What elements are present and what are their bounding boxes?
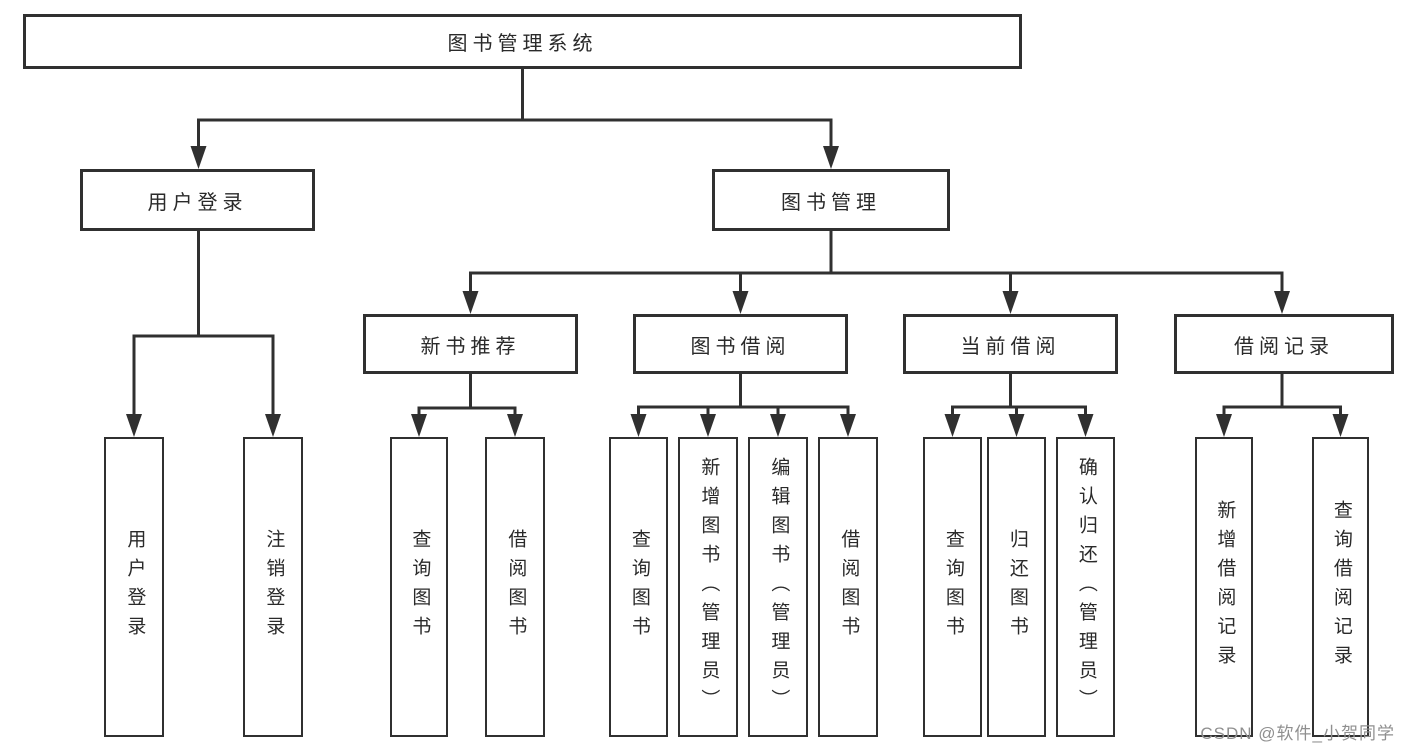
node-label: 新书推荐 [420, 335, 521, 358]
leaf-records-add-record: 新增借阅记录 [1195, 437, 1253, 737]
leaf-current-return-books: 归还图书 [987, 437, 1046, 737]
node-user-login: 用户登录 [80, 169, 315, 231]
node-new-book-recommend: 新书推荐 [363, 314, 578, 374]
node-label: 查询图书 [628, 529, 650, 645]
node-label: 用户登录 [124, 529, 146, 645]
node-label: 新增借阅记录 [1214, 500, 1236, 674]
leaf-current-query-books: 查询图书 [923, 437, 982, 737]
leaf-borrow-borrow-books: 借阅图书 [818, 437, 878, 737]
node-label: 当前借阅 [960, 335, 1061, 358]
node-borrow-records: 借阅记录 [1174, 314, 1394, 374]
node-book-borrow: 图书借阅 [633, 314, 848, 374]
leaf-current-confirm-return-admin: 确认归还（管理员） [1056, 437, 1115, 737]
node-label: 借阅记录 [1234, 335, 1334, 358]
node-book-management: 图书管理 [712, 169, 950, 231]
node-label: 借阅图书 [505, 529, 527, 645]
leaf-newbook-borrow-books: 借阅图书 [485, 437, 545, 737]
node-current-borrow: 当前借阅 [903, 314, 1118, 374]
leaf-user-login: 用户登录 [104, 437, 164, 737]
node-label: 图书管理系统 [447, 33, 598, 55]
node-label: 用户登录 [147, 191, 248, 214]
node-library-system: 图书管理系统 [23, 14, 1022, 69]
node-label: 编辑图书（管理员） [768, 456, 790, 718]
node-label: 注销登录 [263, 529, 285, 645]
leaf-newbook-query-books: 查询图书 [390, 437, 448, 737]
node-label: 图书管理 [781, 191, 881, 214]
node-label: 查询借阅记录 [1330, 500, 1352, 674]
node-label: 借阅图书 [838, 529, 860, 645]
node-label: 确认归还（管理员） [1075, 456, 1097, 718]
watermark-text: CSDN @软件_小贺同学 [1200, 724, 1395, 743]
leaf-borrow-add-books-admin: 新增图书（管理员） [678, 437, 738, 737]
node-label: 新增图书（管理员） [698, 456, 720, 718]
node-label: 归还图书 [1006, 529, 1028, 645]
leaf-records-query-record: 查询借阅记录 [1312, 437, 1369, 737]
node-label: 查询图书 [409, 529, 431, 645]
leaf-borrow-edit-books-admin: 编辑图书（管理员） [748, 437, 808, 737]
node-label: 查询图书 [942, 529, 964, 645]
node-label: 图书借阅 [690, 335, 791, 358]
leaf-logout: 注销登录 [243, 437, 303, 737]
leaf-borrow-query-books: 查询图书 [609, 437, 668, 737]
